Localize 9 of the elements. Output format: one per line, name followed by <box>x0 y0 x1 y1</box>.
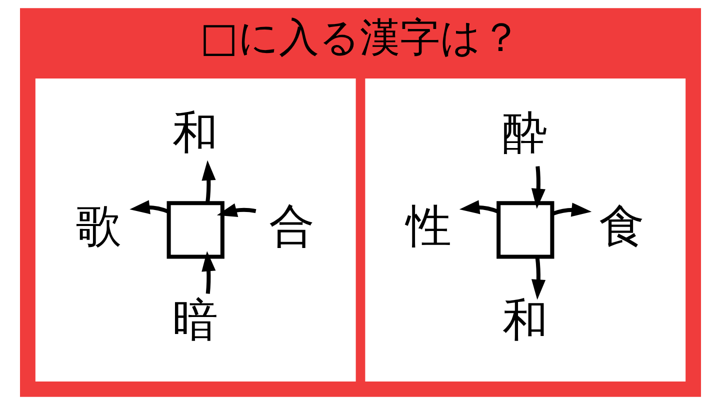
node-text: 和 <box>502 293 548 346</box>
node-text: 和 <box>172 106 218 159</box>
node-text: 食 <box>598 200 644 253</box>
diagram-title: □に入る漢字は？ <box>200 15 520 62</box>
node-text: 酔 <box>502 106 548 159</box>
node-text: 暗 <box>172 293 218 346</box>
node-text: 合 <box>268 200 315 253</box>
node-text: 性 <box>405 200 452 253</box>
node-text: 歌 <box>76 200 122 253</box>
